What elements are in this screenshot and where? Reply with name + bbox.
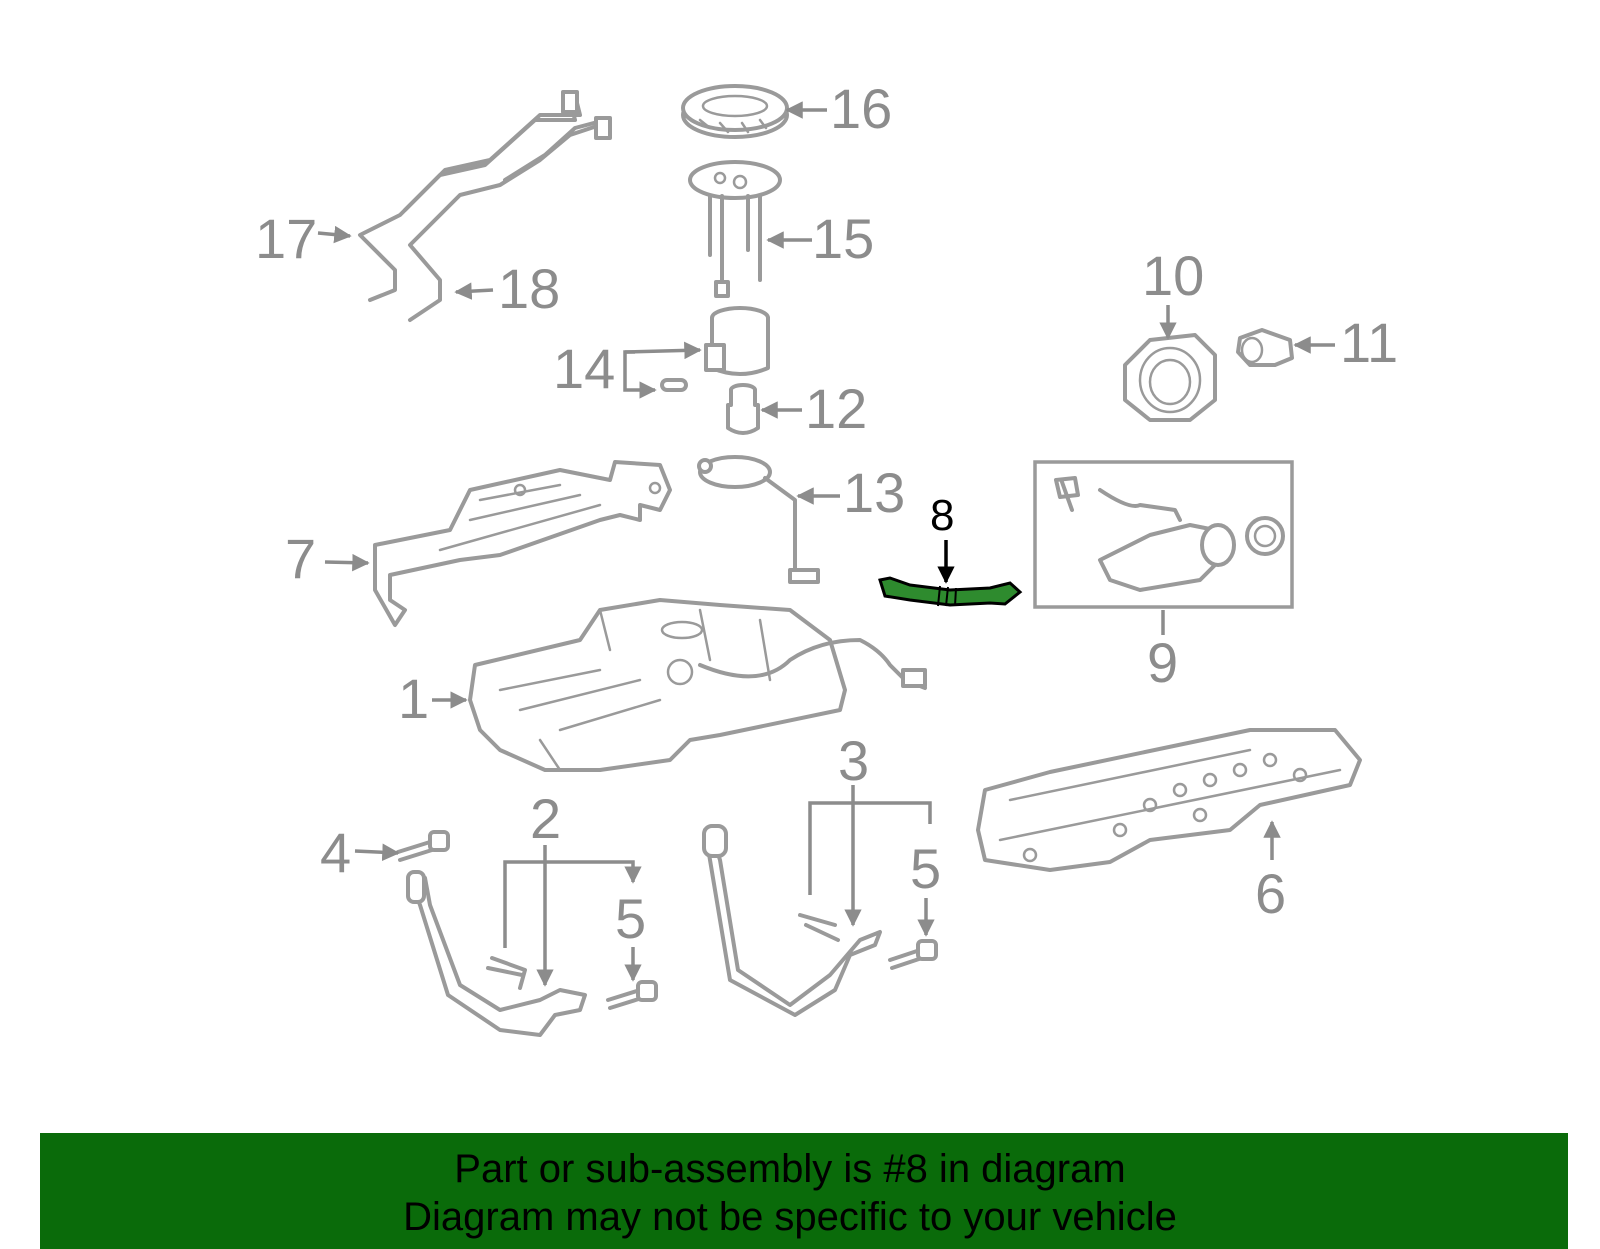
callout-7: 7 <box>285 527 316 590</box>
callout-17: 17 <box>255 207 317 270</box>
callout-3: 3 <box>838 729 869 792</box>
callout-5-left: 5 <box>615 887 646 950</box>
part-17-fuel-pipe <box>358 90 582 302</box>
callout-5-right: 5 <box>910 837 941 900</box>
callout-13: 13 <box>843 461 905 524</box>
part-5-bolt-left <box>606 980 658 1010</box>
part-3-strap <box>702 824 882 1017</box>
part-1-fuel-tank <box>468 598 927 772</box>
callout-2: 2 <box>530 787 561 850</box>
part-14-fuel-pump <box>660 306 770 392</box>
callout-4: 4 <box>320 821 351 884</box>
part-15-pump-bracket <box>688 160 782 298</box>
part-9-filler-neck <box>1033 460 1294 609</box>
callout-11: 11 <box>1340 311 1398 374</box>
part-16-lock-ring <box>681 84 789 139</box>
part-7-heat-shield <box>373 460 672 627</box>
callout-1: 1 <box>398 667 429 730</box>
callout-14: 14 <box>553 337 615 400</box>
part-10-housing <box>1123 333 1217 422</box>
part-2-strap <box>406 870 587 1037</box>
info-banner: Part or sub-assembly is #8 in diagram Di… <box>40 1133 1568 1249</box>
callout-16: 16 <box>830 77 892 140</box>
callout-8: 8 <box>930 491 954 540</box>
callout-9: 9 <box>1147 631 1178 694</box>
banner-line-2: Diagram may not be specific to your vehi… <box>403 1195 1177 1239</box>
part-8-fuel-hose <box>878 576 1023 607</box>
part-13-sender <box>697 455 820 584</box>
callout-15: 15 <box>812 207 874 270</box>
callout-12: 12 <box>805 377 867 440</box>
part-5-bolt-right <box>888 939 938 970</box>
leader-lines <box>317 101 1335 987</box>
callout-18: 18 <box>498 257 560 320</box>
part-11-valve <box>1236 328 1294 367</box>
banner-line-1: Part or sub-assembly is #8 in diagram <box>454 1147 1126 1191</box>
part-4-bolt <box>396 830 450 862</box>
part-12-filter <box>726 383 760 435</box>
callout-10: 10 <box>1142 244 1204 307</box>
part-6-protector <box>976 728 1362 872</box>
part-18-fuel-pipe <box>408 116 612 322</box>
callout-labels: 17 18 16 15 14 12 13 7 1 8 9 10 11 6 4 2… <box>255 77 1398 950</box>
callout-6: 6 <box>1255 862 1286 925</box>
